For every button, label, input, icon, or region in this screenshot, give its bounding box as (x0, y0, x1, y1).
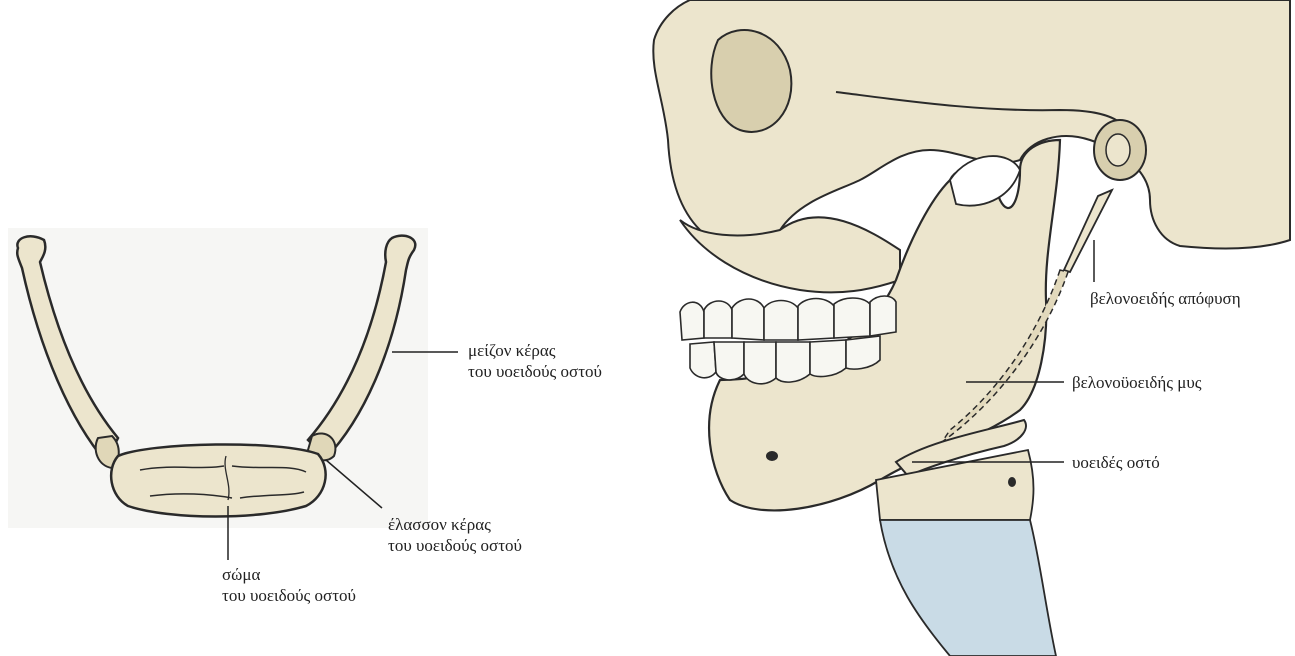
label-hyoid-bone: υοειδές οστό (1072, 452, 1160, 473)
label-lesser-horn-line2: του υοειδούς οστού (388, 535, 522, 556)
label-greater-horn: μείζον κέρας του υοειδούς οστού (468, 340, 602, 382)
label-hyoid-body-line1: σώμα (222, 564, 356, 585)
label-styloid-process: βελονοειδής απόφυση (1090, 288, 1241, 309)
label-greater-horn-line2: του υοειδούς οστού (468, 361, 602, 382)
label-greater-horn-line1: μείζον κέρας (468, 340, 602, 361)
laryngeal-cartilage (880, 520, 1056, 656)
styloid-process (1064, 190, 1112, 272)
label-lesser-horn: έλασσον κέρας του υοειδούς οστού (388, 514, 522, 556)
label-stylohyoid-muscle: βελονοϋοειδής μυς (1072, 372, 1202, 393)
label-hyoid-body: σώμα του υοειδούς οστού (222, 564, 356, 606)
label-hyoid-body-line2: του υοειδούς οστού (222, 585, 356, 606)
label-lesser-horn-line1: έλασσον κέρας (388, 514, 522, 535)
